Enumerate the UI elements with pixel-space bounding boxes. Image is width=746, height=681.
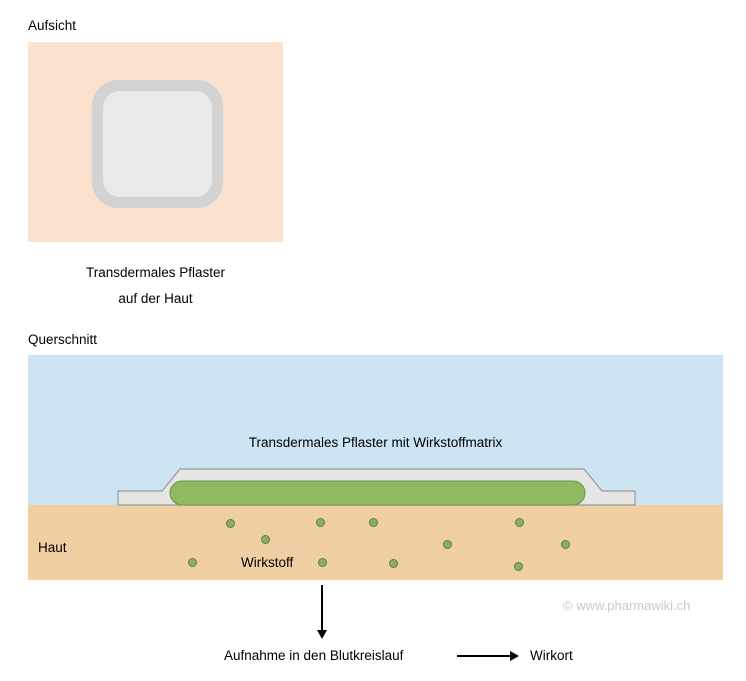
wirkstoff-dot <box>514 517 524 527</box>
cross-section-title: Querschnitt <box>28 332 98 347</box>
patch-top-view-reservoir <box>103 91 212 197</box>
wirkstoff-dot <box>225 518 235 528</box>
wirkstoff-dot <box>513 561 523 571</box>
drug-label: Wirkstoff <box>241 555 294 570</box>
wirkstoff-dot <box>368 517 378 527</box>
wirkstoff-dot <box>187 557 197 567</box>
patch-cross-section-label: Transdermales Pflaster mit Wirkstoffmatr… <box>248 435 503 450</box>
wirkstoff-dot <box>317 557 327 567</box>
right-arrow-line <box>457 655 511 657</box>
top-view-title: Aufsicht <box>28 18 77 33</box>
drug-matrix-shape <box>170 481 585 505</box>
drug-matrix-outline <box>169 480 586 506</box>
uptake-label: Aufnahme in den Blutkreislauf <box>224 648 404 663</box>
down-arrow-line <box>321 585 323 631</box>
patch-cross-section <box>117 468 636 506</box>
watermark: © www.pharmawiki.ch <box>563 598 691 613</box>
top-view-caption-line1: Transdermales Pflaster <box>85 265 226 280</box>
patch-backing-outline <box>117 468 636 506</box>
skin-label: Haut <box>38 540 67 555</box>
wirkstoff-dot <box>260 534 270 544</box>
wirkstoff-dot <box>442 539 452 549</box>
skin-top-view <box>28 42 283 242</box>
wirkstoff-dot <box>388 558 398 568</box>
patch-top-view-adhesive <box>92 80 223 208</box>
wirkstoff-dot <box>560 539 570 549</box>
top-view-caption-line2: auf der Haut <box>118 291 193 306</box>
wirkstoff-dot <box>315 517 325 527</box>
cross-section-diagram: Transdermales Pflaster mit Wirkstoffmatr… <box>28 355 723 580</box>
target-site-label: Wirkort <box>530 648 573 663</box>
right-arrow-icon <box>510 651 519 661</box>
top-view-caption: Transdermales Pflaster auf der Haut <box>28 260 283 312</box>
down-arrow-icon <box>317 630 327 639</box>
